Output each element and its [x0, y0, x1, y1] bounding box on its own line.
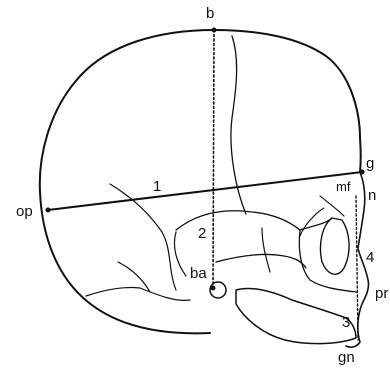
measure-line-3-4 — [356, 196, 358, 340]
point-ba — [211, 286, 215, 290]
measure-line-1 — [48, 172, 362, 210]
label-mf: mf — [336, 180, 350, 193]
label-b: b — [206, 6, 214, 21]
temporal-squama — [174, 228, 270, 276]
label-op: op — [16, 204, 33, 219]
label-n: n — [368, 188, 376, 203]
label-measure-2: 2 — [198, 226, 206, 241]
measure-line-2 — [213, 30, 214, 287]
label-measure-4: 4 — [366, 250, 374, 265]
label-ba: ba — [190, 266, 207, 281]
point-op — [46, 208, 50, 212]
cheek-bone — [216, 254, 306, 268]
point-g — [360, 170, 364, 174]
sphenoid-lines — [300, 196, 344, 236]
lambdoid-suture — [110, 184, 176, 290]
mandible — [236, 288, 356, 343]
point-b — [212, 28, 216, 32]
label-g: g — [366, 156, 374, 171]
label-pr: pr — [375, 286, 388, 301]
orbit — [320, 218, 349, 274]
label-measure-3: 3 — [342, 315, 350, 330]
maxilla-outline — [299, 218, 356, 292]
label-gn: gn — [338, 350, 355, 365]
label-measure-1: 1 — [153, 179, 161, 194]
occipital-sutures — [86, 262, 190, 300]
squamosal-suture — [176, 211, 300, 230]
